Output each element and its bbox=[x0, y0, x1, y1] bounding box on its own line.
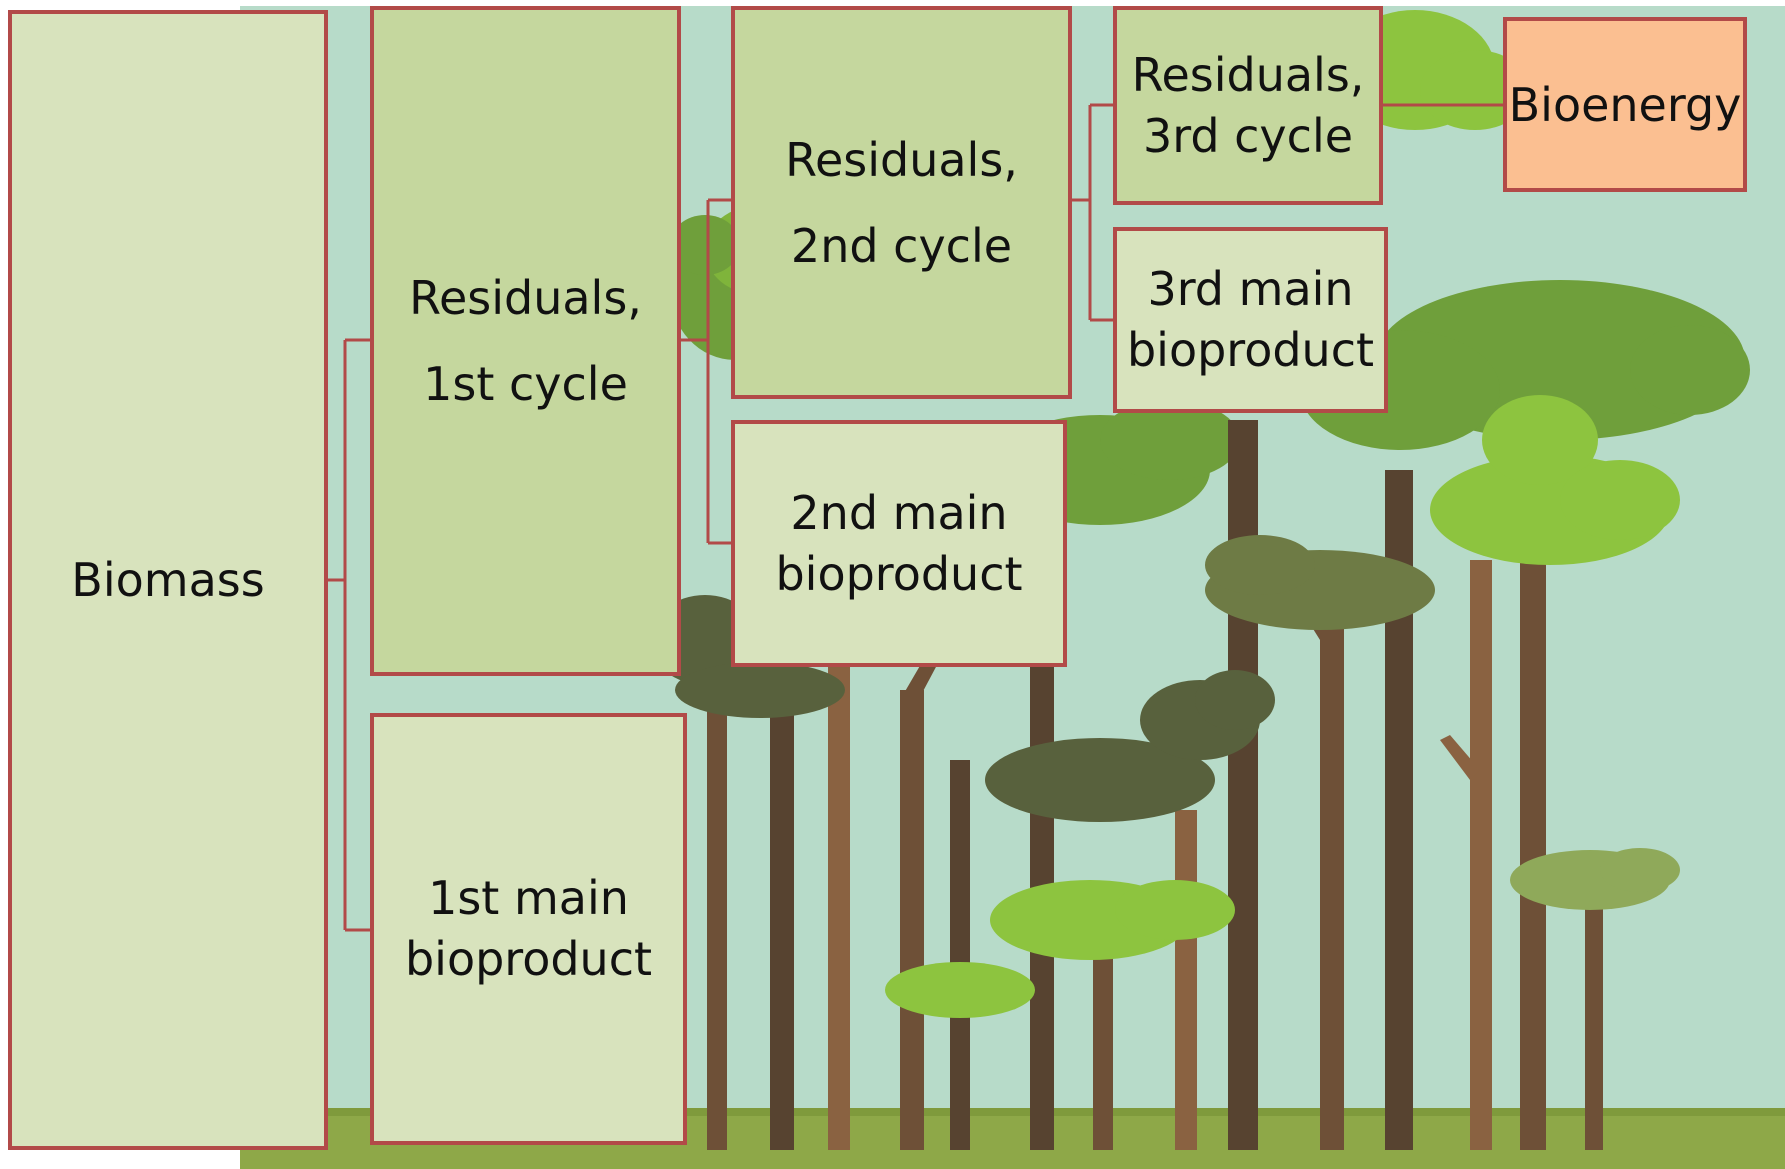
node-bioenergy: Bioenergy bbox=[1503, 17, 1747, 192]
connectors bbox=[328, 103, 1503, 932]
node-residuals-2nd-cycle: Residuals, 2nd cycle bbox=[731, 6, 1072, 399]
node-residuals-1st-cycle: Residuals, 1st cycle bbox=[370, 6, 681, 676]
node-3rd-main-bioproduct: 3rd main bioproduct bbox=[1113, 227, 1388, 413]
node-biomass-label: Biomass bbox=[71, 553, 265, 607]
node-1st-main-bioproduct-label: 1st main bioproduct bbox=[404, 871, 653, 986]
node-biomass: Biomass bbox=[8, 10, 328, 1150]
node-3rd-main-bioproduct-label: 3rd main bioproduct bbox=[1126, 262, 1375, 377]
node-2nd-main-bioproduct-label: 2nd main bioproduct bbox=[775, 485, 1023, 601]
node-2nd-main-bioproduct: 2nd main bioproduct bbox=[731, 420, 1067, 667]
canopy-light-right bbox=[1430, 395, 1680, 565]
canopy-olive-center bbox=[985, 670, 1275, 822]
node-bioenergy-label: Bioenergy bbox=[1508, 77, 1742, 132]
node-residuals-2nd-cycle-label: Residuals, 2nd cycle bbox=[785, 132, 1018, 273]
tree-trunks bbox=[707, 420, 1603, 1150]
node-residuals-3rd-cycle-label: Residuals, 3rd cycle bbox=[1131, 47, 1365, 163]
node-residuals-3rd-cycle: Residuals, 3rd cycle bbox=[1113, 6, 1383, 205]
canopy-olive-right bbox=[1205, 535, 1435, 630]
canopy-sage-low bbox=[1510, 848, 1680, 910]
node-1st-main-bioproduct: 1st main bioproduct bbox=[370, 713, 687, 1145]
node-residuals-1st-cycle-label: Residuals, 1st cycle bbox=[409, 271, 642, 411]
canopy-light-low bbox=[885, 880, 1235, 1018]
